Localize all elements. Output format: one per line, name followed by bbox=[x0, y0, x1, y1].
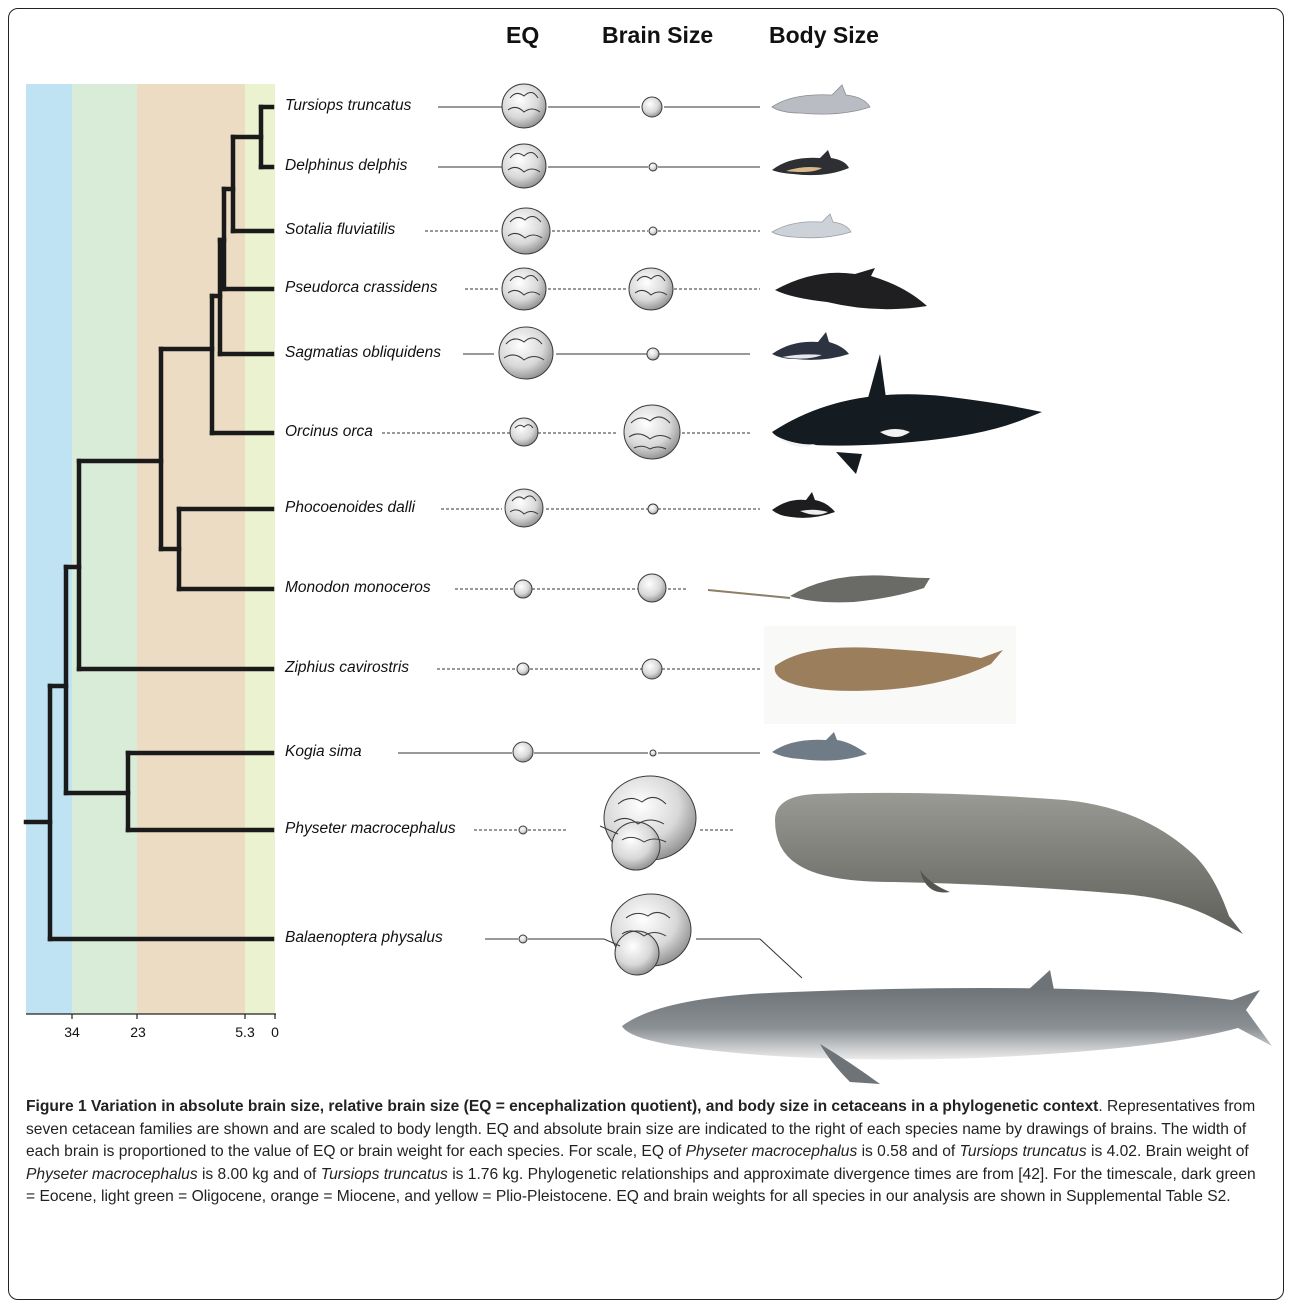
caption-species-tursiops-1: Tursiops truncatus bbox=[960, 1143, 1087, 1160]
caption-species-tursiops-2: Tursiops truncatus bbox=[321, 1166, 448, 1183]
brain-size-tursiops bbox=[642, 97, 662, 117]
species-label-monodon: Monodon monoceros bbox=[285, 579, 431, 597]
orcinus-body-illustration bbox=[772, 354, 1042, 474]
species-label-ziphius: Ziphius cavirostris bbox=[285, 659, 409, 677]
eq-brain-orcinus bbox=[510, 418, 538, 446]
phocoenoides-body-illustration bbox=[772, 492, 835, 518]
species-label-tursiops: Tursiops truncatus bbox=[285, 97, 411, 115]
brain-size-sotalia bbox=[649, 227, 657, 235]
phylogenetic-tree bbox=[26, 107, 272, 939]
eq-brain-tursiops bbox=[502, 84, 546, 128]
species-label-pseudorca: Pseudorca crassidens bbox=[285, 279, 438, 297]
species-label-sagmatias: Sagmatias obliquidens bbox=[285, 344, 441, 362]
species-label-physeter: Physeter macrocephalus bbox=[285, 820, 456, 838]
timescale-axis bbox=[26, 1014, 276, 1019]
species-label-balaenoptera: Balaenoptera physalus bbox=[285, 929, 443, 947]
caption-species-physeter-1: Physeter macrocephalus bbox=[686, 1143, 858, 1160]
eq-brain-monodon bbox=[514, 580, 532, 598]
figure-caption: Figure 1 Variation in absolute brain siz… bbox=[26, 1096, 1266, 1209]
eq-brains bbox=[499, 84, 553, 943]
eq-brain-kogia bbox=[513, 742, 533, 762]
tursiops-body-illustration bbox=[772, 85, 870, 114]
eq-brain-phocoenoides bbox=[505, 489, 543, 527]
brain-size-monodon bbox=[638, 574, 666, 602]
eq-brain-delphinus bbox=[502, 144, 546, 188]
brain-size-physeter bbox=[600, 776, 696, 870]
brain-size-orcinus bbox=[624, 405, 680, 459]
species-label-delphinus: Delphinus delphis bbox=[285, 157, 407, 175]
eq-brain-physeter bbox=[519, 826, 527, 834]
ziphius-body-illustration bbox=[764, 626, 1016, 724]
body-size-animals bbox=[622, 85, 1272, 1084]
tick-label-0: 0 bbox=[271, 1024, 279, 1040]
balaenoptera-body-illustration bbox=[622, 970, 1272, 1084]
species-label-sotalia: Sotalia fluviatilis bbox=[285, 221, 395, 239]
eq-brain-sotalia bbox=[502, 208, 550, 254]
tick-label-5-3: 5.3 bbox=[235, 1024, 254, 1040]
brain-size-phocoenoides bbox=[648, 504, 658, 514]
tick-label-34: 34 bbox=[64, 1024, 80, 1040]
caption-species-physeter-2: Physeter macrocephalus bbox=[26, 1166, 198, 1183]
species-label-phocoenoides: Phocoenoides dalli bbox=[285, 499, 415, 517]
brain-size-delphinus bbox=[649, 163, 657, 171]
caption-label: Figure 1 bbox=[26, 1098, 87, 1115]
eq-brain-ziphius bbox=[517, 663, 529, 675]
physeter-body-illustration bbox=[775, 793, 1243, 934]
eq-brain-pseudorca bbox=[502, 268, 546, 310]
caption-text-3: is 4.02. Brain weight of bbox=[1087, 1143, 1249, 1160]
eq-brain-sagmatias bbox=[499, 327, 553, 379]
pseudorca-body-illustration bbox=[775, 268, 927, 309]
caption-text-2: is 0.58 and of bbox=[857, 1143, 959, 1160]
species-label-orcinus: Orcinus orca bbox=[285, 423, 373, 441]
brain-size-ziphius bbox=[642, 659, 662, 679]
sotalia-body-illustration bbox=[772, 214, 851, 238]
caption-title: Variation in absolute brain size, relati… bbox=[91, 1098, 1098, 1115]
monodon-body-illustration bbox=[708, 575, 930, 602]
brain-size-balaenoptera bbox=[604, 894, 691, 975]
kogia-body-illustration bbox=[772, 732, 867, 761]
eq-brain-balaenoptera bbox=[519, 935, 527, 943]
caption-text-4: is 8.00 kg and of bbox=[198, 1166, 321, 1183]
brain-size-sagmatias bbox=[647, 348, 659, 360]
brain-size-pseudorca bbox=[629, 268, 673, 310]
brain-size-brains bbox=[600, 97, 696, 975]
species-label-kogia: Kogia sima bbox=[285, 743, 362, 761]
sagmatias-body-illustration bbox=[772, 332, 849, 360]
brain-size-kogia bbox=[650, 750, 656, 756]
tick-label-23: 23 bbox=[130, 1024, 146, 1040]
delphinus-body-illustration bbox=[772, 150, 849, 175]
connector-lines bbox=[382, 107, 802, 978]
